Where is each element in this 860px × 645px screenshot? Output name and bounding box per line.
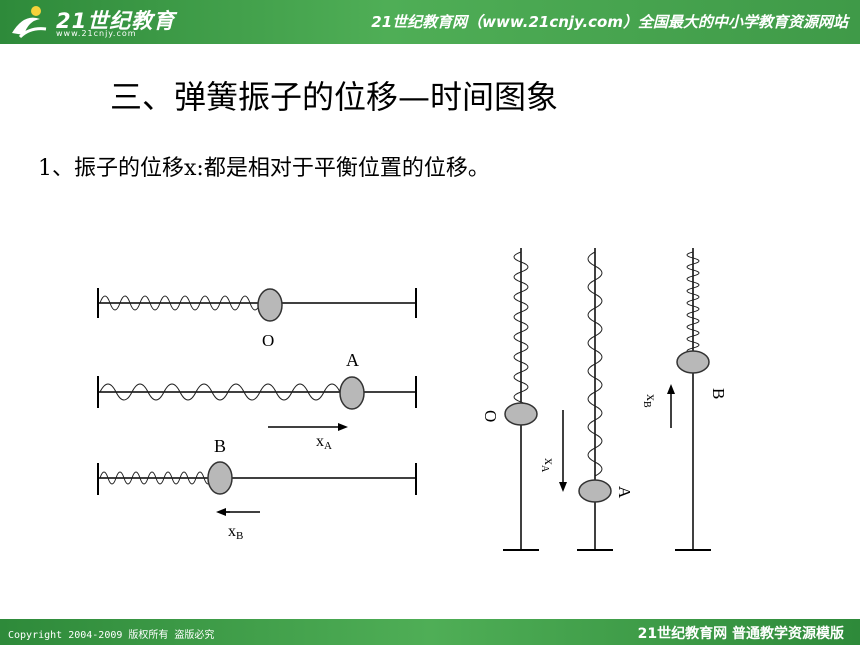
- vertical-mass-A: [578, 479, 612, 503]
- vertical-label-A: A: [615, 486, 634, 499]
- label-A: A: [346, 350, 359, 370]
- spring-row-equilibrium: O: [97, 288, 417, 350]
- logo-url: www.21cnjy.com: [56, 29, 137, 38]
- arrow-xA: [338, 423, 348, 431]
- vertical-mass-O: [504, 402, 538, 426]
- label-xB: xB: [228, 523, 243, 542]
- label-xA: xA: [316, 433, 332, 452]
- footer-brand: 21世纪教育网 普通教学资源模版: [637, 626, 844, 642]
- vertical-arrow-xB: [667, 384, 675, 394]
- vertical-label-O: O: [481, 410, 500, 422]
- label-B: B: [214, 436, 226, 456]
- horizontal-spring-diagram: O A xA B xB: [97, 288, 417, 542]
- slide-title: 三、弹簧振子的位移—时间图象: [110, 78, 559, 116]
- vertical-arrow-xA: [559, 482, 567, 492]
- mass-ball-O: [257, 288, 283, 322]
- label-O: O: [262, 331, 274, 350]
- arrow-xB: [216, 508, 226, 516]
- vertical-label-B: B: [709, 388, 728, 399]
- mass-ball-B: [207, 461, 233, 495]
- footer-bar: Copyright 2004-2009 版权所有 盗版必究 21世纪教育网 普通…: [0, 619, 860, 645]
- vertical-mass-B: [676, 350, 710, 374]
- spring-row-compressed: B xB: [97, 436, 417, 542]
- header-tagline: 21世纪教育网（www.21cnjy.com）全国最大的中小学教育资源网站: [371, 13, 848, 31]
- vertical-spring-diagram: O A xA B xB: [455, 248, 740, 558]
- runner-logo-icon: [12, 6, 47, 39]
- spring-row-stretched: A xA: [97, 350, 417, 452]
- vertical-label-xB: xB: [641, 394, 658, 408]
- mass-ball-A: [339, 376, 365, 410]
- vertical-spring-stretched: A xA: [539, 248, 634, 551]
- vertical-spring-equilibrium: O: [481, 248, 539, 551]
- header-bar: 21世纪教育 www.21cnjy.com 21世纪教育网（www.21cnjy…: [0, 0, 860, 44]
- header-band: [0, 0, 860, 44]
- footer-copyright: Copyright 2004-2009 版权所有 盗版必究: [8, 630, 215, 641]
- logo-text: 21世纪教育: [56, 9, 176, 33]
- vertical-label-xA: xA: [539, 458, 556, 473]
- slide-subtitle: 1、振子的位移x:都是相对于平衡位置的位移。: [38, 156, 490, 181]
- vertical-spring-compressed: B xB: [641, 248, 728, 551]
- site-logo: 21世纪教育 www.21cnjy.com: [6, 3, 176, 41]
